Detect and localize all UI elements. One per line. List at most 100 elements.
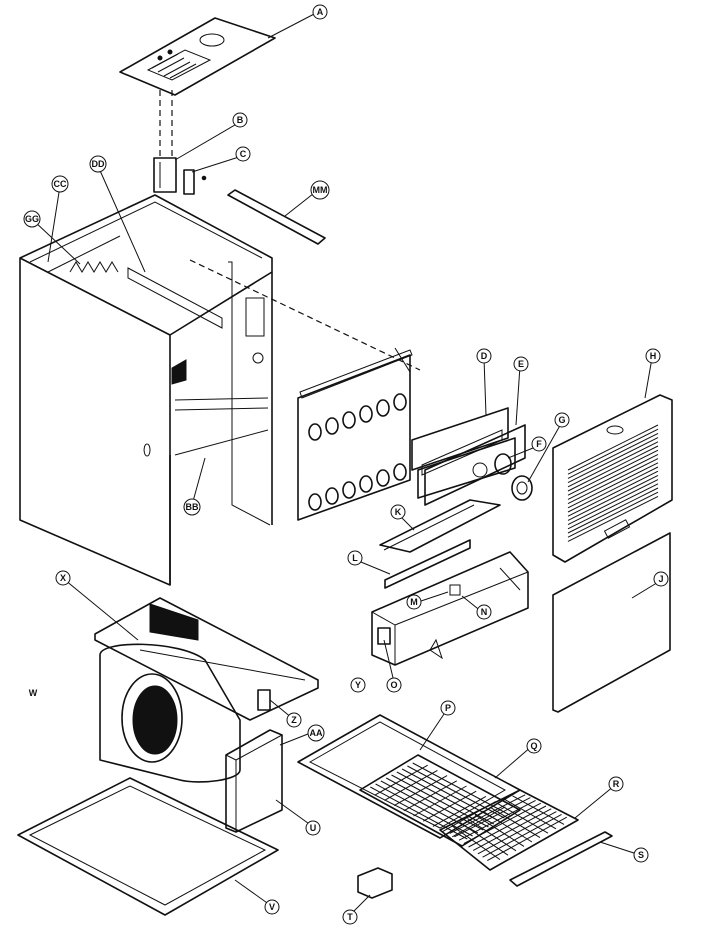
- callout-u-label: U: [310, 823, 317, 833]
- burner-hole: [325, 487, 339, 505]
- burner-hole: [308, 493, 322, 511]
- mesh-line: [401, 768, 500, 822]
- callout-j-label: J: [658, 574, 663, 584]
- part-h-upper-door: [552, 394, 673, 563]
- mesh-line: [442, 801, 496, 833]
- callout-e: E: [513, 356, 529, 372]
- callout-f: F: [531, 436, 547, 452]
- callout-g-label: G: [558, 415, 565, 425]
- mesh-line: [396, 771, 495, 825]
- burner-hole: [359, 405, 373, 423]
- callout-m: M: [406, 594, 422, 610]
- callout-l-label: L: [352, 553, 358, 563]
- part-t-clip: [357, 867, 393, 899]
- inner-front-panel: [297, 347, 413, 521]
- callout-dd: DD: [89, 155, 107, 173]
- burner-hole: [376, 469, 390, 487]
- callout-d-label: D: [481, 351, 488, 361]
- part-mno-burner-assembly: [371, 551, 529, 666]
- mesh-line: [412, 762, 510, 816]
- callout-v: V: [264, 899, 280, 915]
- louver-slat: [567, 470, 659, 517]
- callout-x: X: [55, 570, 71, 586]
- part-v-base-pan: [17, 777, 279, 916]
- part-u-control-box: [225, 729, 283, 833]
- callout-mm-label: MM: [313, 185, 328, 195]
- callout-k: K: [390, 504, 406, 520]
- part-a-top-panel: [119, 17, 276, 96]
- callout-v-label: V: [269, 902, 275, 912]
- callout-s: S: [633, 847, 649, 863]
- callout-j: J: [653, 571, 669, 587]
- burner-hole: [342, 481, 356, 499]
- callout-r-label: R: [613, 779, 620, 789]
- part-b-bracket: [153, 157, 177, 193]
- callout-bb: BB: [183, 498, 201, 516]
- mesh-line: [504, 799, 557, 830]
- callout-cc: CC: [51, 175, 69, 193]
- part-c-clip: [183, 169, 207, 195]
- mesh-line: [472, 808, 552, 851]
- louver-slat: [567, 466, 659, 513]
- callout-a-label: A: [317, 7, 324, 17]
- louver-slat: [567, 487, 659, 534]
- louver-slat: [567, 453, 659, 500]
- louver-slat: [567, 495, 659, 542]
- callout-h-label: H: [650, 351, 657, 361]
- callout-z-label: Z: [291, 715, 297, 725]
- callout-aa-label: AA: [310, 728, 323, 738]
- part-mm-strip: [227, 189, 326, 245]
- callout-c-label: C: [240, 149, 247, 159]
- louver-slat: [567, 432, 659, 479]
- louver-slat: [567, 483, 659, 530]
- filter-mesh: [370, 762, 568, 862]
- burner-hole: [308, 423, 322, 441]
- burner-hole: [325, 417, 339, 435]
- callout-r: R: [608, 776, 624, 792]
- callout-d: D: [476, 348, 492, 364]
- callout-aa: AA: [307, 724, 325, 742]
- callout-b-label: B: [237, 115, 244, 125]
- mesh-line: [489, 806, 541, 839]
- blower-housing: [99, 643, 241, 783]
- louver-slat: [567, 445, 659, 492]
- mesh-line: [482, 810, 533, 843]
- callout-m-label: M: [410, 597, 418, 607]
- callout-gg: GG: [23, 210, 41, 228]
- callout-o: O: [386, 677, 402, 693]
- louver-slat: [567, 449, 659, 496]
- burner-holes: [308, 393, 407, 511]
- mesh-line: [487, 816, 568, 862]
- mesh-line: [512, 795, 565, 825]
- burner-hole: [342, 411, 356, 429]
- callout-f-label: F: [536, 439, 542, 449]
- part-e-frame: [424, 424, 526, 506]
- part-j-lower-door: [552, 532, 671, 713]
- mesh-line: [482, 813, 562, 858]
- part-x-blower-top-frame: [94, 597, 319, 721]
- callout-u: U: [305, 820, 321, 836]
- part-s-rail: [509, 831, 613, 887]
- part-f-ring: [494, 453, 512, 475]
- louver-slat: [567, 491, 659, 538]
- callout-bb-label: BB: [186, 502, 199, 512]
- callout-q: Q: [526, 738, 542, 754]
- louver-slat: [567, 424, 659, 471]
- callout-w-label: W: [29, 688, 38, 698]
- part-z-bracket: [257, 689, 271, 711]
- burner-hole: [393, 393, 407, 411]
- callout-g: G: [554, 412, 570, 428]
- part-q-filter: [359, 754, 521, 847]
- callout-k-label: K: [395, 507, 402, 517]
- callout-t: T: [342, 909, 358, 925]
- louver-slat: [567, 437, 659, 484]
- callout-q-label: Q: [530, 741, 537, 751]
- part-p-filter-frame: [297, 714, 521, 839]
- mesh-line: [407, 765, 505, 819]
- burner-hole: [393, 463, 407, 481]
- callout-dd-label: DD: [92, 159, 105, 169]
- burner-hole: [376, 399, 390, 417]
- callout-p: P: [440, 700, 456, 716]
- callout-mm: MM: [310, 180, 330, 200]
- louver-slat: [567, 462, 659, 509]
